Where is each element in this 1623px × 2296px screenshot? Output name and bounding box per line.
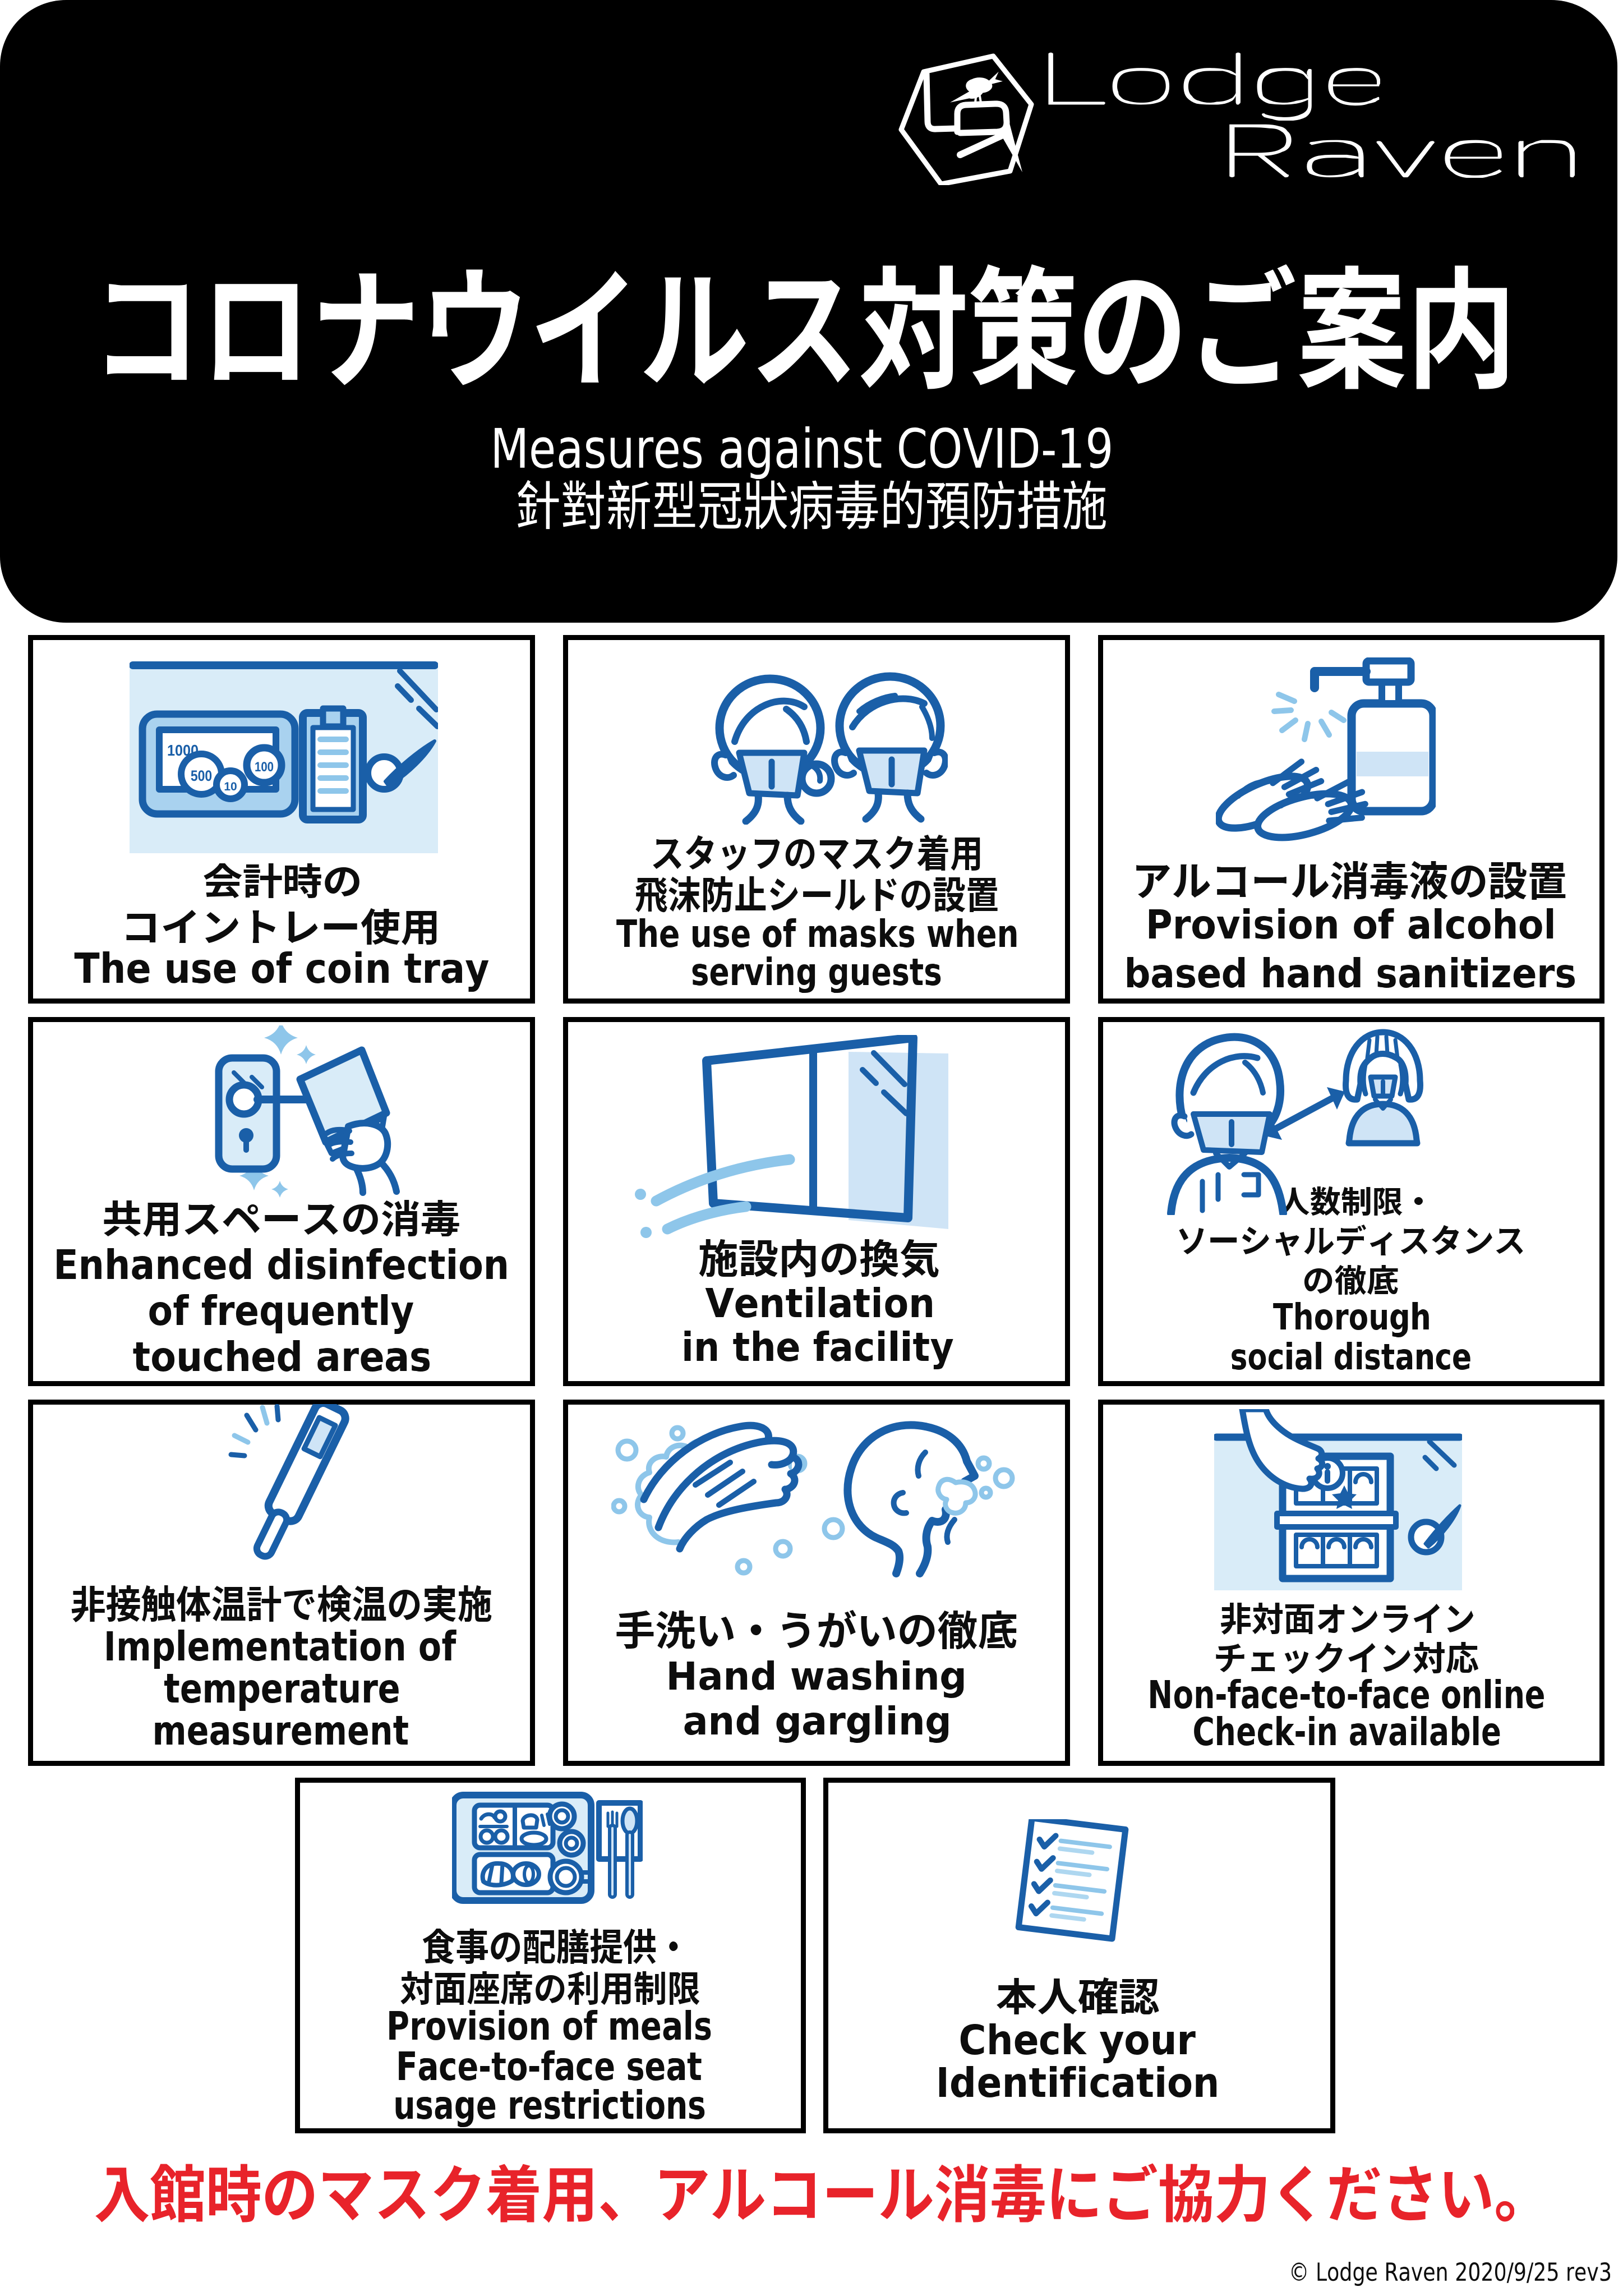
svg-text:100: 100 (255, 759, 274, 774)
svg-text:500: 500 (191, 767, 212, 784)
svg-text:10: 10 (224, 780, 237, 793)
